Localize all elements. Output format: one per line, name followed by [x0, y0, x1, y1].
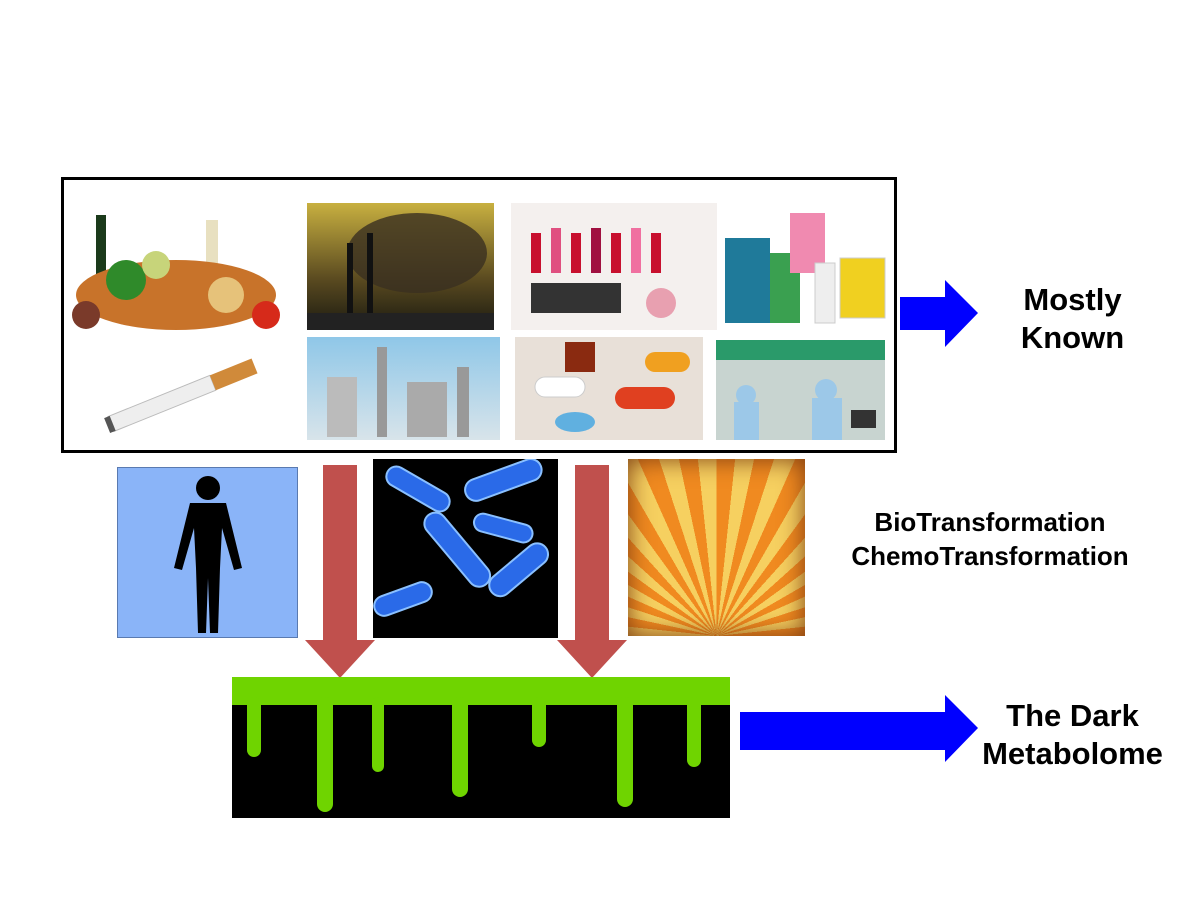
human-silhouette-image — [117, 467, 298, 638]
cleaning-products-image — [720, 203, 890, 330]
food-image — [66, 205, 296, 335]
factory-workers-image — [716, 340, 885, 440]
smokestack-image — [307, 203, 494, 330]
cosmetics-image — [511, 203, 717, 330]
pills-image — [515, 337, 703, 440]
sunburst-image — [628, 459, 805, 636]
blue-arrow-known — [900, 280, 978, 347]
known-sources-frame — [61, 177, 897, 453]
red-arrow-right — [557, 465, 627, 678]
refinery-image — [307, 337, 500, 440]
red-arrow-left — [305, 465, 375, 678]
blue-arrow-dark — [740, 695, 978, 762]
bacteria-image — [373, 459, 558, 638]
green-slime-image — [232, 677, 730, 818]
cigarette-image — [95, 350, 265, 440]
